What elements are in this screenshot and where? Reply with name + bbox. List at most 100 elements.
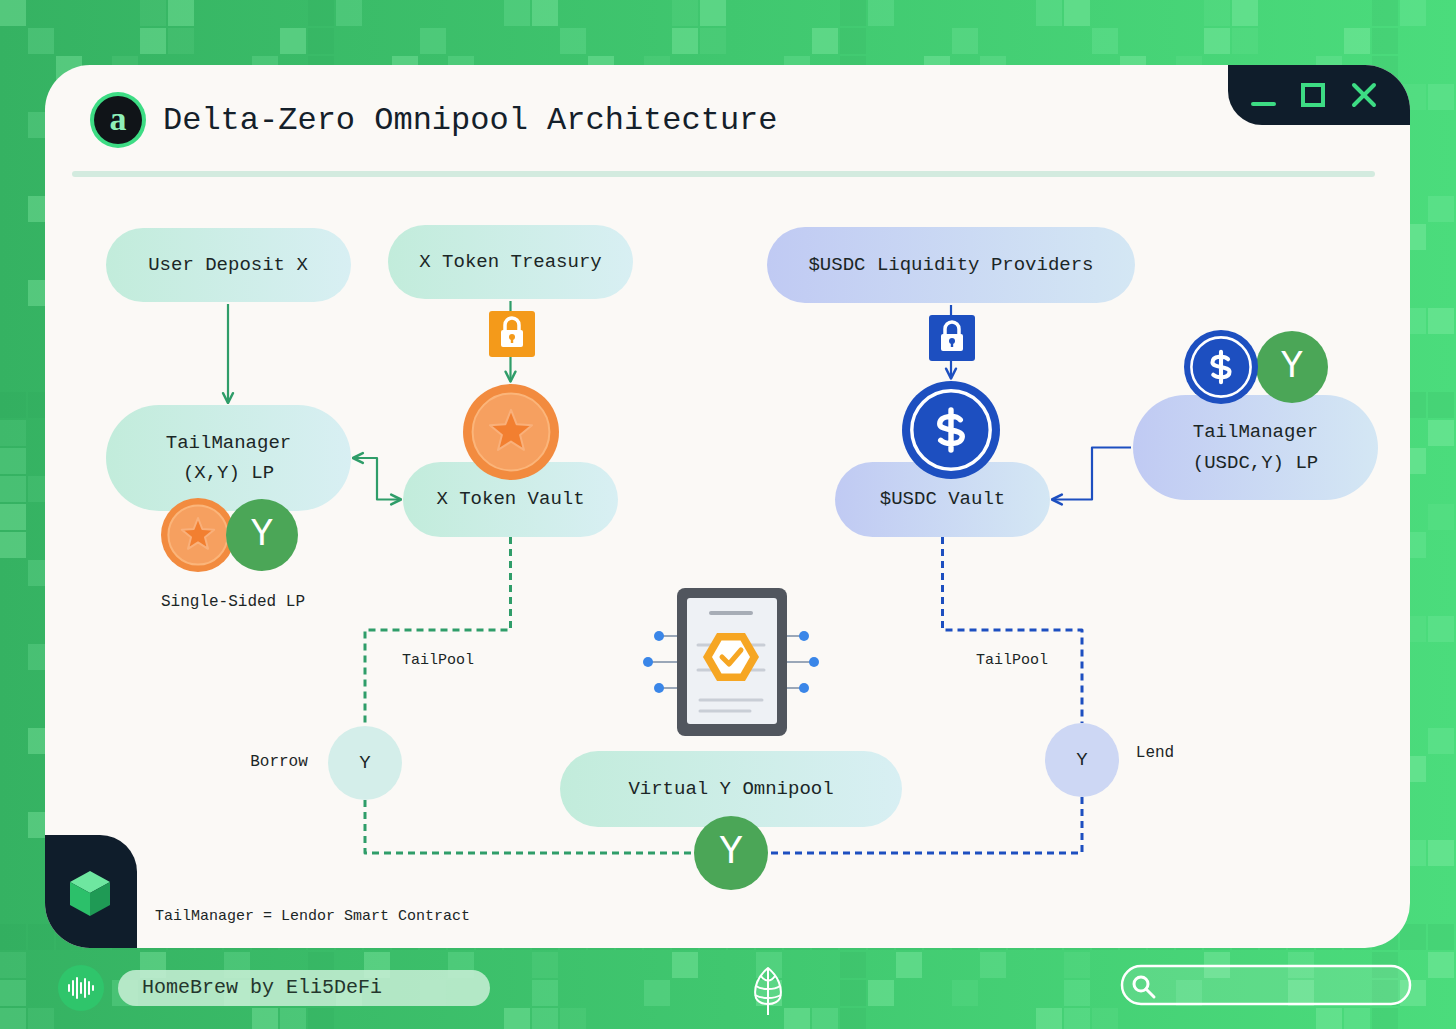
background-tiles bbox=[1204, 28, 1230, 54]
flow-label: Borrow bbox=[250, 753, 308, 772]
background-tiles bbox=[140, 28, 166, 54]
title-rule bbox=[72, 171, 1375, 177]
background-tiles bbox=[140, 0, 166, 26]
lock-icon bbox=[929, 315, 975, 361]
lock-icon bbox=[945, 322, 959, 335]
lock-icon bbox=[511, 337, 513, 343]
bottom-bar bbox=[76, 978, 78, 998]
background-tiles bbox=[28, 1008, 54, 1029]
tailpool-link bbox=[943, 537, 1083, 723]
background-tiles bbox=[1400, 0, 1426, 26]
bottom-bar bbox=[761, 976, 775, 981]
background-tiles bbox=[840, 980, 866, 1006]
smart-contract-icon bbox=[703, 633, 759, 681]
coin-illustration bbox=[1212, 352, 1229, 382]
bottom-bar bbox=[88, 982, 90, 994]
node-label: TailManager (USDC,Y) LP bbox=[1176, 417, 1336, 478]
background-tiles bbox=[280, 1008, 306, 1029]
background-tiles bbox=[0, 924, 26, 950]
bottom-bar bbox=[767, 1005, 769, 1015]
lock-icon bbox=[489, 311, 535, 357]
flow-arrow bbox=[353, 458, 401, 500]
background-tiles bbox=[1036, 1008, 1062, 1029]
background-tiles bbox=[1092, 28, 1118, 54]
background-tiles bbox=[1344, 1008, 1370, 1029]
smart-contract-icon bbox=[643, 657, 653, 667]
background-tiles bbox=[280, 28, 306, 54]
lock-icon bbox=[951, 341, 953, 347]
background-tiles bbox=[1428, 392, 1454, 418]
background-tiles bbox=[1064, 1008, 1090, 1029]
background-tiles bbox=[0, 980, 26, 1006]
logo-badge bbox=[94, 96, 142, 144]
background-tiles bbox=[532, 0, 558, 26]
background-tiles bbox=[28, 28, 54, 54]
bottom-bar bbox=[72, 981, 74, 995]
background-tiles bbox=[532, 980, 558, 1006]
background-tiles bbox=[700, 28, 726, 54]
vault-pill: $USDC Vault bbox=[835, 462, 1050, 537]
token-circle: Y bbox=[1045, 723, 1119, 797]
background-tiles bbox=[1372, 1008, 1398, 1029]
logo-badge bbox=[90, 92, 146, 148]
node-label: X Token Vault bbox=[436, 488, 584, 511]
background-tiles bbox=[1204, 0, 1230, 26]
background-tiles bbox=[868, 0, 894, 26]
window-controls bbox=[1354, 85, 1374, 105]
window-panel bbox=[45, 65, 1410, 948]
smart-contract-icon bbox=[654, 683, 664, 693]
node-label: $USDC Vault bbox=[880, 488, 1005, 511]
coin-illustration bbox=[1256, 331, 1328, 403]
background-tiles bbox=[840, 952, 866, 978]
token-coin: Y bbox=[226, 499, 298, 571]
background-tiles bbox=[28, 924, 54, 950]
background-tiles bbox=[308, 1008, 334, 1029]
node-label: Y bbox=[1281, 344, 1304, 390]
logo-letter: a bbox=[110, 99, 127, 140]
flow-arrow bbox=[1052, 448, 1131, 500]
smart-contract-icon bbox=[799, 631, 809, 641]
background-tiles bbox=[672, 0, 698, 26]
smart-contract-icon bbox=[677, 588, 787, 736]
background-tiles bbox=[0, 504, 26, 530]
bottom-bar bbox=[1146, 989, 1154, 997]
background-tiles bbox=[308, 28, 334, 54]
cube-icon bbox=[90, 882, 110, 916]
background-tiles bbox=[952, 28, 978, 54]
footnote: TailManager = Lendor Smart Contract bbox=[155, 908, 470, 926]
background-tiles bbox=[420, 28, 446, 54]
background-tiles bbox=[952, 980, 978, 1006]
background-tiles bbox=[1400, 924, 1426, 950]
coin-illustration bbox=[1191, 337, 1250, 396]
background-tiles bbox=[784, 1008, 810, 1029]
smart-contract-icon bbox=[809, 657, 819, 667]
coin-illustration bbox=[939, 409, 962, 449]
smart-contract-icon bbox=[700, 710, 750, 713]
logo-badge bbox=[90, 92, 146, 148]
smart-contract-icon bbox=[652, 661, 680, 663]
node-label: User Deposit X bbox=[148, 254, 308, 277]
smart-contract-icon bbox=[700, 699, 762, 702]
lock-icon bbox=[941, 334, 963, 351]
bottom-bar bbox=[755, 968, 781, 1004]
background-tiles bbox=[0, 0, 26, 26]
corner-tab bbox=[45, 835, 137, 948]
background-tiles bbox=[980, 952, 1006, 978]
coin-illustration bbox=[902, 381, 1000, 479]
bottom-bar bbox=[58, 965, 104, 1011]
coin-illustration bbox=[902, 381, 1000, 479]
contract-box: TailManager (USDC,Y) LP bbox=[1133, 395, 1378, 500]
background-tiles bbox=[1428, 728, 1454, 754]
background-tiles bbox=[1064, 980, 1090, 1006]
edge-label: TailPool bbox=[973, 652, 1051, 670]
background-tiles bbox=[840, 28, 866, 54]
coin-illustration bbox=[463, 384, 559, 480]
cube-icon bbox=[70, 871, 110, 916]
coin-illustration bbox=[490, 409, 532, 449]
node-label: X Token Treasury bbox=[419, 251, 601, 274]
bottom-bar bbox=[80, 983, 82, 993]
background-tiles bbox=[868, 980, 894, 1006]
